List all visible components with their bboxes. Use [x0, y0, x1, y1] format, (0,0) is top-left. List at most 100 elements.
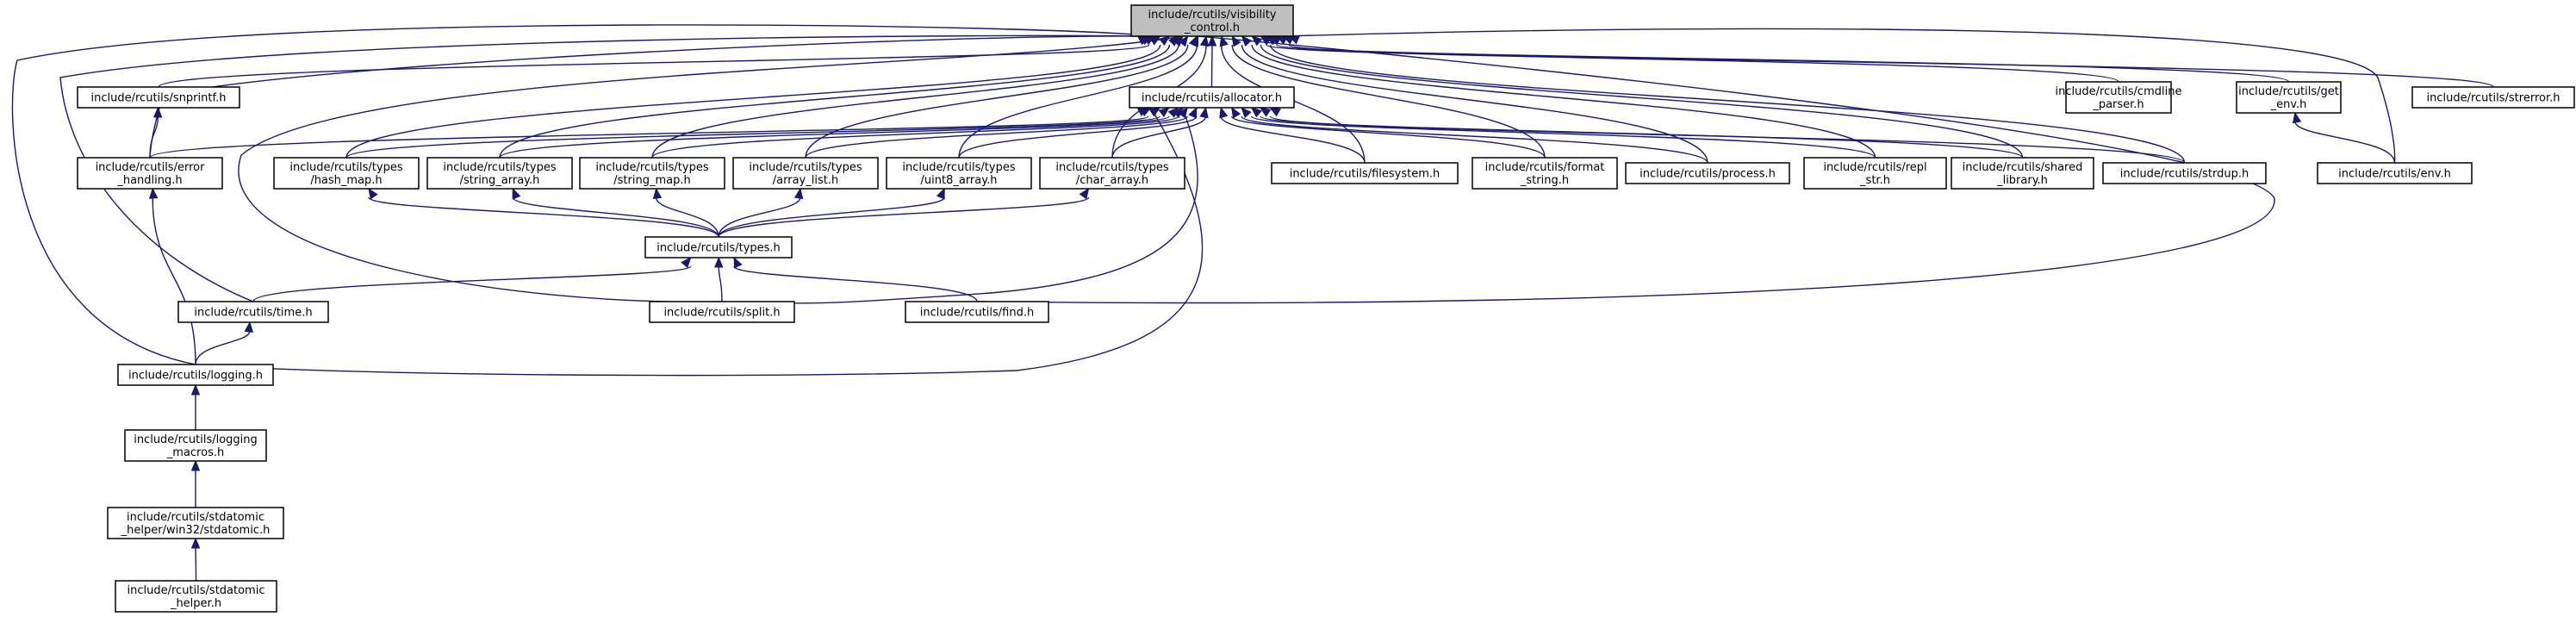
node-hash-map[interactable]: include/rcutils/types/hash_map.h: [273, 157, 420, 190]
edge-array_list-to-types: [718, 196, 801, 238]
node-logging-macros[interactable]: include/rcutils/logging_macros.h: [124, 429, 267, 462]
node-stdatomic-win32[interactable]: include/rcutils/stdatomic_helper/win32/s…: [107, 507, 284, 539]
node-char-array[interactable]: include/rcutils/types/char_array.h: [1039, 157, 1185, 190]
edge-visibility_control-to-string_map: [651, 44, 1179, 159]
node-box: [117, 364, 274, 386]
node-time[interactable]: include/rcutils/time.h: [177, 301, 329, 323]
edge-visibility_control-to-find: [976, 35, 2275, 304]
node-shared-library[interactable]: include/rcutils/shared_library.h: [1951, 157, 2094, 190]
edge-allocator-to-logging: [195, 107, 1204, 377]
node-box: [1129, 86, 1295, 109]
node-strerror[interactable]: include/rcutils/strerror.h: [2411, 86, 2575, 109]
node-logging[interactable]: include/rcutils/logging.h: [117, 364, 274, 386]
arrowhead-types-from-time: [681, 256, 692, 269]
node-label-line: _env.h: [2270, 98, 2307, 111]
edge-hash_map-to-types: [368, 196, 719, 238]
node-split[interactable]: include/rcutils/split.h: [649, 301, 795, 323]
node-error-handling[interactable]: include/rcutils/error_handling.h: [77, 157, 223, 190]
node-label-line: include/rcutils/env.h: [2338, 168, 2451, 181]
edges-layer: [11, 24, 2494, 582]
node-uint8-array[interactable]: include/rcutils/types/uint8_array.h: [886, 157, 1032, 190]
node-box: [1039, 157, 1185, 190]
node-box: [1625, 162, 1790, 184]
edge-types-to-split: [718, 265, 723, 302]
arrowhead-allocator-from-split: [1172, 107, 1184, 119]
edge-error_handling-to-logging: [152, 196, 196, 365]
edge-visibility_control-to-uint8_array: [958, 44, 1198, 159]
node-label-line: _parser.h: [2092, 98, 2144, 111]
edge-visibility_control-to-logging: [11, 24, 1152, 365]
arrowhead-types-from-split: [714, 256, 724, 268]
node-find[interactable]: include/rcutils/find.h: [905, 301, 1049, 323]
node-filesystem[interactable]: include/rcutils/filesystem.h: [1271, 162, 1459, 184]
node-box: [273, 157, 420, 190]
node-allocator[interactable]: include/rcutils/allocator.h: [1129, 86, 1295, 109]
node-label-line: _helper.h: [170, 597, 221, 610]
node-label-line: include/rcutils/types: [595, 161, 708, 174]
node-get-env[interactable]: include/rcutils/get_env.h: [2236, 81, 2342, 114]
arrowhead-error_handling-from-logging: [148, 187, 159, 199]
arrowhead-snprintf-from-error_handling: [152, 106, 163, 118]
edge-visibility_control-to-string_array: [499, 44, 1171, 159]
edge-allocator-to-strdup: [1269, 115, 2186, 164]
edge-allocator-to-format_string: [1230, 115, 1546, 159]
node-label-line: include/rcutils/types: [289, 161, 402, 174]
node-label-line: include/rcutils/types.h: [656, 242, 781, 255]
edge-allocator-to-repl_str: [1251, 115, 1876, 159]
node-box: [1951, 157, 2094, 190]
edge-types-to-time: [252, 265, 692, 302]
arrowhead-allocator-from-repl_str: [1250, 107, 1262, 118]
node-stdatomic-helper[interactable]: include/rcutils/stdatomic_helper.h: [115, 580, 277, 613]
arrowhead-visibility_control-from-array_list: [1178, 34, 1189, 47]
node-label-line: include/rcutils/cmdline: [2056, 85, 2182, 98]
node-visibility-control[interactable]: include/rcutils/visibility_control.h: [1130, 4, 1294, 37]
node-process[interactable]: include/rcutils/process.h: [1625, 162, 1790, 184]
arrowhead-string_array-from-types: [512, 187, 521, 200]
node-box: [77, 157, 223, 190]
node-cmdline-parser[interactable]: include/rcutils/cmdline_parser.h: [2056, 81, 2182, 114]
arrowhead-types-from-find: [733, 256, 743, 269]
node-box: [2411, 86, 2575, 109]
node-label-line: include/rcutils/allocator.h: [1142, 92, 1282, 105]
node-string-array[interactable]: include/rcutils/types/string_array.h: [426, 157, 573, 190]
edge-visibility_control-to-get_env: [1276, 44, 2290, 83]
node-string-map[interactable]: include/rcutils/types/string_map.h: [579, 157, 725, 190]
node-env[interactable]: include/rcutils/env.h: [2317, 162, 2473, 184]
node-label-line: include/rcutils/strdup.h: [2120, 168, 2249, 181]
node-format-string[interactable]: include/rcutils/format_string.h: [1472, 157, 1618, 190]
node-label-line: include/rcutils/types: [902, 161, 1015, 174]
edge-string_map-to-types: [655, 196, 719, 238]
edge-allocator-to-error_handling: [149, 115, 1149, 159]
node-box: [649, 301, 795, 323]
arrowhead-logging-from-logging_macros: [190, 383, 201, 396]
edge-allocator-to-hash_map: [345, 115, 1160, 159]
node-box: [2317, 162, 2473, 184]
edge-visibility_control-to-shared_library: [1260, 44, 2024, 159]
edge-allocator-to-string_array: [499, 115, 1170, 159]
arrowhead-logging_macros-from-stdatomic_win32: [190, 459, 201, 471]
edge-get_env-to-env: [2294, 121, 2396, 164]
node-label-line: include/rcutils/logging: [134, 433, 258, 446]
edge-allocator-to-uint8_array: [958, 115, 1198, 159]
arrowhead-visibility_control-from-split: [1173, 35, 1184, 47]
arrowhead-hash_map-from-types: [368, 187, 378, 200]
node-repl-str[interactable]: include/rcutils/repl_str.h: [1803, 157, 1947, 190]
node-label-line: _handling.h: [116, 174, 182, 187]
node-strdup[interactable]: include/rcutils/strdup.h: [2102, 162, 2267, 184]
node-label-line: /array_list.h: [773, 174, 838, 187]
edge-time-to-logging: [195, 330, 251, 365]
edge-char_array-to-types: [718, 196, 1090, 238]
node-types[interactable]: include/rcutils/types.h: [644, 236, 793, 259]
arrowhead-allocator-from-strdup: [1269, 107, 1281, 117]
arrowhead-visibility_control-from-string_array: [1159, 35, 1171, 47]
node-snprintf[interactable]: include/rcutils/snprintf.h: [77, 86, 240, 109]
edge-allocator-to-filesystem: [1220, 115, 1366, 164]
node-box: [579, 157, 725, 190]
node-label-line: include/rcutils/repl: [1823, 161, 1926, 174]
arrowhead-visibility_control-from-char_array: [1199, 34, 1210, 47]
node-label-line: include/rcutils/time.h: [194, 307, 312, 320]
node-box: [1271, 162, 1459, 184]
node-array-list[interactable]: include/rcutils/types/array_list.h: [732, 157, 879, 190]
node-label-line: include/rcutils/stdatomic: [128, 584, 265, 597]
arrowhead-char_array-from-types: [1079, 187, 1090, 200]
